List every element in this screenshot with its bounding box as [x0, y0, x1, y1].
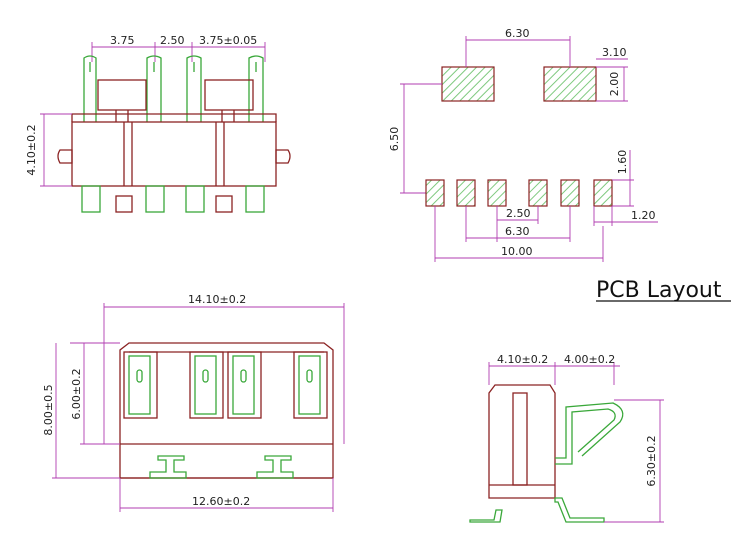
- front-view: 14.10±0.2: [42, 293, 345, 512]
- pcb-dim-small-pitch: 2.50: [506, 207, 531, 220]
- pcb-dim-pad-width: 3.10: [602, 46, 627, 59]
- top-pitch-dimension: [91, 42, 266, 62]
- front-dim-body-height: 6.00±0.2: [70, 368, 83, 419]
- side-view: 4.10±0.2 4.00±0.2 6.30±0.2: [469, 353, 664, 523]
- front-dim-base-width: 12.60±0.2: [192, 495, 250, 508]
- top-view: 3.75 2.50 3.75±0.05: [25, 34, 291, 213]
- front-bottom-tabs: [149, 455, 294, 479]
- front-contacts: [123, 351, 328, 419]
- top-dim-height: 4.10±0.2: [25, 124, 38, 175]
- pcb-dim-small-span: 6.30: [505, 225, 530, 238]
- side-dim-contact-reach: 4.00±0.2: [564, 353, 615, 366]
- small-pads: [425, 179, 613, 207]
- pcb-dim-small-pad-width: 1.20: [631, 209, 656, 222]
- top-spring-arms: [97, 79, 254, 122]
- large-pad-right: [543, 66, 597, 102]
- top-dim-pitch-right: 3.75±0.05: [199, 34, 257, 47]
- pcb-layout-view: 6.30 3.10 2.00 6.50: [388, 27, 658, 262]
- side-top-dimension: [488, 362, 620, 385]
- pcb-dim-span-large: 6.30: [505, 27, 530, 40]
- front-width-dimension: [103, 303, 345, 444]
- pcb-large-span-dimension: [465, 36, 571, 67]
- side-dim-height: 6.30±0.2: [645, 435, 658, 486]
- top-body: [57, 113, 291, 187]
- side-feet: [469, 497, 605, 523]
- pcb-small-pad-dimension: [593, 150, 658, 226]
- pcb-small-span-dimension: [434, 206, 604, 262]
- front-body: [119, 342, 334, 479]
- side-body: [488, 384, 556, 499]
- front-height-dimension: [52, 342, 120, 479]
- pcb-dim-row-gap: 6.50: [388, 127, 401, 152]
- top-dim-pitch-center: 2.50: [160, 34, 185, 47]
- top-lower-contacts: [81, 185, 265, 213]
- pcb-dim-total-span: 10.00: [501, 245, 533, 258]
- top-upper-contacts: [83, 55, 264, 122]
- large-pad-left: [441, 66, 495, 102]
- side-dim-body-depth: 4.10±0.2: [497, 353, 548, 366]
- top-height-dimension: [40, 113, 72, 187]
- front-base-dimension: [119, 478, 334, 512]
- pcb-pad-size-dimension: [596, 58, 628, 102]
- side-height-dimension: [604, 399, 664, 523]
- top-dim-pitch-left: 3.75: [110, 34, 135, 47]
- front-dim-overall-height: 8.00±0.5: [42, 384, 55, 435]
- pcb-dim-pad-height: 2.00: [608, 72, 621, 97]
- side-spring-contact: [555, 402, 624, 465]
- pcb-row-gap-dimension: [400, 83, 442, 194]
- front-dim-overall-width: 14.10±0.2: [188, 293, 246, 306]
- pcb-dim-small-pad-height: 1.60: [616, 150, 629, 175]
- pcb-layout-title: PCB Layout: [596, 278, 722, 303]
